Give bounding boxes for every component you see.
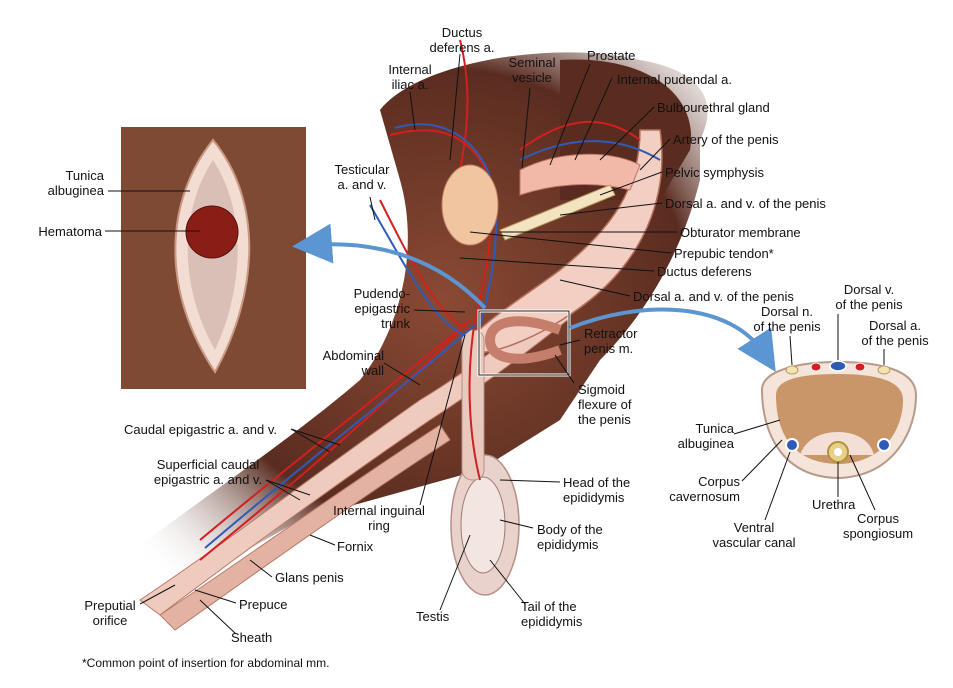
label-dorsal-av-penis-mid: Dorsal a. and v. of the penis [633,289,794,304]
label-internal-iliac-a: Internal iliac a. [388,62,432,92]
sheath-band [159,424,451,631]
label-hematoma: Hematoma [38,224,102,239]
label-tunica-albuginea-xs: Tunica albuginea [677,421,734,451]
label-preputial-orifice: Preputial orifice [84,598,136,628]
arrow-to-cross-section [569,307,776,372]
label-ductus-deferens: Ductus deferens [657,264,752,279]
label-head-epididymis: Head of the epididymis [563,475,631,505]
penis-cross-section [760,360,918,480]
label-glans-penis: Glans penis [275,570,344,585]
seminal-vesicle-shape [441,164,499,246]
testis-shape [460,476,506,574]
label-obturator-membrane: Obturator membrane [680,225,801,240]
label-internal-pudendal-a: Internal pudendal a. [617,72,732,87]
label-caudal-epigastric: Caudal epigastric a. and v. [124,422,277,437]
label-testis: Testis [416,609,450,624]
spermatic-cord [461,329,485,481]
label-dorsal-av-penis-top: Dorsal a. and v. of the penis [665,196,826,211]
pelvic-symphysis-shape [499,184,616,241]
label-dorsal-v-penis-xs: Dorsal v. of the penis [835,282,903,312]
label-pelvic-symphysis: Pelvic symphysis [665,165,764,180]
label-dorsal-n-penis-xs: Dorsal n. of the penis [753,304,821,334]
hematoma-clot [185,205,239,259]
label-artery-of-the-penis: Artery of the penis [673,132,779,147]
leader-lines [105,53,885,635]
label-prepuce: Prepuce [239,597,288,612]
label-pudendo-epigastric-trunk: Pudendo- epigastric trunk [353,286,410,331]
label-seminal-vesicle: Seminal vesicle [508,55,556,85]
label-body-epididymis: Body of the epididymis [537,522,603,552]
label-abdominal-wall: Abdominal wall [322,348,384,378]
label-retractor-penis: Retractor penis m. [584,326,638,356]
label-prostate: Prostate [587,48,636,63]
label-sigmoid-flexure: Sigmoid flexure of the penis [578,382,632,427]
label-tunica-albuginea-inset: Tunica albuginea [47,168,104,198]
label-ductus-deferens-a: Ductus deferens a. [429,25,495,55]
label-corpus-spongiosum: Corpus spongiosum [842,511,914,541]
label-ventral-vascular-canal: Ventral vascular canal [712,520,796,550]
arteries [199,39,641,561]
footnote: *Common point of insertion for abdominal… [82,656,330,670]
label-sheath: Sheath [231,630,273,645]
label-testicular-av: Testicular a. and v. [334,162,390,192]
label-prepubic-tendon: Prepubic tendon* [674,246,774,261]
label-tail-epididymis: Tail of the epididymis [521,599,583,629]
label-dorsal-a-penis-xs: Dorsal a. of the penis [861,318,929,348]
sigmoid-flexure-shape [484,316,562,364]
label-superficial-caudal-epigastric: Superficial caudal epigastric a. and v. [153,457,263,487]
label-fornix: Fornix [337,539,374,554]
veins [204,123,661,549]
label-corpus-cavernosum: Corpus cavernosum [669,474,740,504]
label-urethra: Urethra [812,497,856,512]
label-bulbourethral-gland: Bulbourethral gland [657,100,770,115]
label-internal-inguinal-ring: Internal inguinal ring [333,503,425,533]
arrow-to-inset [292,223,487,310]
